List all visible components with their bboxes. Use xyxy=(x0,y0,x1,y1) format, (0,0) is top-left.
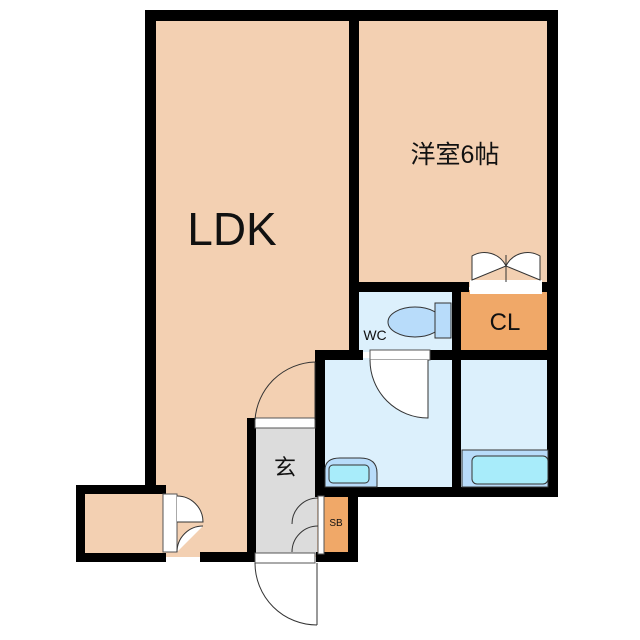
bathtub-icon xyxy=(461,449,549,488)
western-room-label: 洋室6帖 xyxy=(411,141,500,169)
entrance-floor xyxy=(255,428,317,555)
wc-label: WC xyxy=(363,327,386,343)
shoe-box-label: SB xyxy=(329,518,343,529)
closet-floor xyxy=(460,290,552,352)
ldk-label: LDK xyxy=(187,203,277,255)
western-room-floor xyxy=(355,15,552,287)
entrance-label: 玄 xyxy=(274,455,296,480)
sink-icon xyxy=(324,457,378,488)
doors xyxy=(162,252,542,626)
shoe-box xyxy=(324,496,350,554)
walls xyxy=(76,10,558,562)
closet-label: CL xyxy=(490,309,521,336)
toilet-icon xyxy=(387,302,452,339)
balcony-storage-floor xyxy=(82,492,162,557)
